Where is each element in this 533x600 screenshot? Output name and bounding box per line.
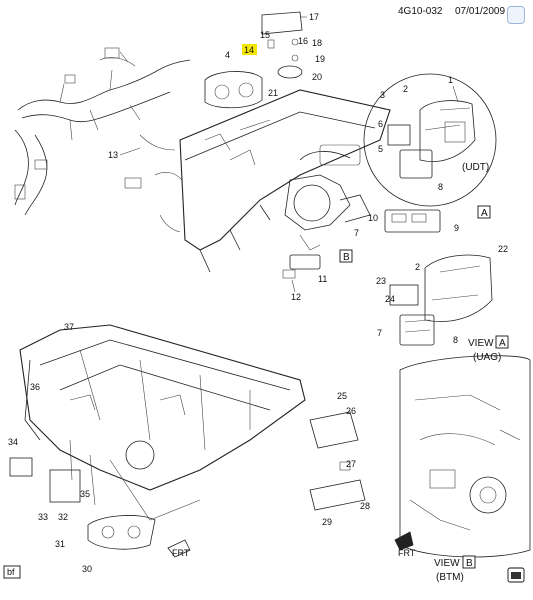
view-label-b_box: B (343, 252, 350, 263)
callout-n14: 14 (244, 45, 254, 55)
callout-n6: 6 (378, 119, 383, 129)
callout-n36: 36 (30, 382, 40, 392)
callout-n9: 9 (454, 223, 459, 233)
callout-n25: 25 (337, 391, 347, 401)
callout-n2: 2 (403, 84, 408, 94)
view-label-fwd_right: FRT (398, 548, 416, 558)
callout-n28: 28 (360, 501, 370, 511)
callout-n7b: 7 (377, 328, 382, 338)
callout-n29: 29 (322, 517, 332, 527)
callout-n8: 8 (438, 182, 443, 192)
highlight-14 (242, 44, 257, 55)
callout-n32: 32 (58, 512, 68, 522)
callout-n5: 5 (378, 144, 383, 154)
callout-n26: 26 (346, 406, 356, 416)
callout-n19: 19 (315, 54, 325, 64)
view-label-view_b_box: B (466, 558, 473, 569)
callout-n10: 10 (368, 213, 378, 223)
footer-code: bf (7, 567, 15, 577)
view-label-btm: (BTM) (436, 572, 464, 583)
callout-n27: 27 (346, 459, 356, 469)
callout-n12: 12 (291, 292, 301, 302)
view-b-detail: VIEW B (BTM) FRT (394, 355, 531, 583)
callout-n17: 17 (309, 12, 319, 22)
callout-n30: 30 (82, 564, 92, 574)
footer-code-box (3, 565, 21, 579)
callout-n18: 18 (312, 38, 322, 48)
callout-n2b: 2 (415, 262, 420, 272)
view-label-udt: (UDT) (462, 162, 489, 173)
lower-callouts: 37 36 34 35 33 32 31 30 25 26 27 28 29 (8, 322, 370, 574)
callout-n8b: 8 (453, 335, 458, 345)
upper-assembly (14, 11, 497, 279)
callout-n7: 7 (354, 228, 359, 238)
callout-n4: 4 (225, 50, 230, 60)
callout-n16: 16 (298, 36, 308, 46)
doc-id: 4G10-032 (398, 6, 443, 17)
view-label-view_a: VIEW (468, 338, 494, 349)
upper-callouts: 17 16 18 19 20 15 4 14 21 13 3 2 1 6 5 8… (108, 12, 491, 302)
image-options-icon[interactable] (507, 6, 525, 24)
view-label-view_a_box: A (499, 338, 506, 349)
view-a-detail: 22 2 23 24 7 8 VIEW A (UAG) (376, 244, 509, 363)
lower-assembly (9, 324, 366, 550)
callout-n33: 33 (38, 512, 48, 522)
view-label-fwd_bottom: FRT (172, 548, 190, 558)
callout-n31: 31 (55, 539, 65, 549)
callout-n1: 1 (448, 75, 453, 85)
forward-arrow-lower: FRT (167, 539, 191, 558)
doc-date: 07/01/2009 (455, 6, 505, 17)
view-label-a_box: A (481, 208, 488, 219)
callout-n15: 15 (260, 30, 270, 40)
callout-n3: 3 (380, 90, 385, 100)
callout-n21: 21 (268, 88, 278, 98)
callout-n35: 35 (80, 489, 90, 499)
callout-n24: 24 (385, 294, 395, 304)
callout-n23: 23 (376, 276, 386, 286)
callout-n34: 34 (8, 437, 18, 447)
callout-n37: 37 (64, 322, 74, 332)
callout-n22: 22 (498, 244, 508, 254)
camera-icon (507, 567, 525, 583)
callout-n13: 13 (108, 150, 118, 160)
view-label-uag: (UAG) (473, 352, 501, 363)
view-label-view_b: VIEW (434, 558, 460, 569)
callout-n20: 20 (312, 72, 322, 82)
callout-n11: 11 (318, 274, 327, 284)
